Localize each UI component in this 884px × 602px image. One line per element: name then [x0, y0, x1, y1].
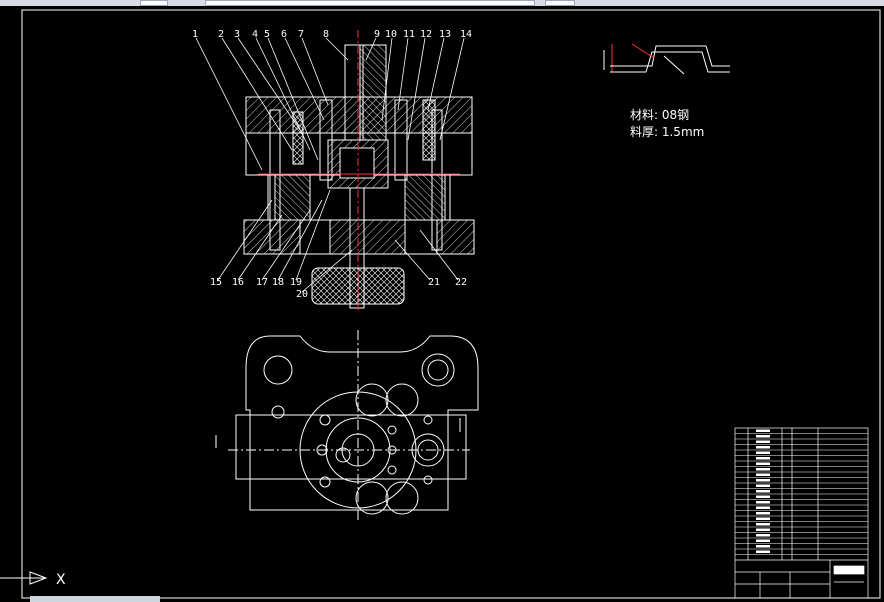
part-label-11: 11: [403, 29, 415, 40]
part-label-17: 17: [256, 277, 268, 288]
table-cell-mark: [756, 479, 770, 482]
table-cell-mark: [756, 523, 770, 526]
parts-list-table: [734, 427, 869, 599]
table-cell-mark: [756, 446, 770, 449]
table-cell-mark: [756, 451, 770, 454]
layout-tabs-strip[interactable]: [30, 596, 160, 602]
part-label-10: 10: [385, 29, 397, 40]
toolbar-tab[interactable]: [545, 0, 575, 6]
table-cell-mark: [756, 534, 770, 537]
part-label-20: 20: [296, 289, 308, 300]
table-cell-mark: [756, 429, 770, 432]
table-cell-mark: [756, 550, 770, 553]
table-cell-mark: [756, 468, 770, 471]
part-label-7: 7: [298, 29, 304, 40]
table-cell-mark: [756, 435, 770, 438]
part-label-15: 15: [210, 277, 222, 288]
table-cell-mark: [756, 484, 770, 487]
table-cell-mark: [756, 440, 770, 443]
part-number-labels: 1 2 3 4 5 6 7 8 9 10 11 12 13 14 15 16 1…: [192, 29, 472, 300]
part-label-19: 19: [290, 277, 302, 288]
table-cell-mark: [756, 495, 770, 498]
material-note: 材料: 08钢 料厚: 1.5mm: [630, 108, 704, 139]
part-label-18: 18: [272, 277, 284, 288]
part-sketch: [603, 43, 730, 75]
table-cell-mark: [756, 501, 770, 504]
plan-view: [215, 330, 479, 520]
ucs-x-label: X: [56, 572, 66, 588]
part-label-21: 21: [428, 277, 440, 288]
part-label-22: 22: [455, 277, 467, 288]
part-label-5: 5: [264, 29, 270, 40]
part-label-3: 3: [234, 29, 240, 40]
table-cell-mark: [756, 490, 770, 493]
table-cell-mark: [756, 457, 770, 460]
table-cell-mark: [756, 517, 770, 520]
part-label-2: 2: [218, 29, 224, 40]
drawing-frame: [21, 9, 881, 599]
thickness-text: 料厚: 1.5mm: [630, 125, 704, 139]
table-cell-mark: [756, 506, 770, 509]
toolbar-tab[interactable]: [205, 0, 535, 6]
part-label-4: 4: [252, 29, 258, 40]
part-label-1: 1: [192, 29, 198, 40]
table-cell-mark: [756, 539, 770, 542]
part-label-14: 14: [460, 29, 472, 40]
table-cell-mark: [756, 473, 770, 476]
table-cell-mark: [756, 462, 770, 465]
table-cell-mark: [756, 528, 770, 531]
part-label-16: 16: [232, 277, 244, 288]
parts-list-rows: [735, 429, 868, 555]
material-text: 材料: 08钢: [630, 108, 689, 122]
part-label-6: 6: [281, 29, 287, 40]
part-label-9: 9: [374, 29, 380, 40]
part-number-leaders: [195, 37, 465, 293]
part-label-8: 8: [323, 29, 329, 40]
table-cell-mark: [756, 545, 770, 548]
toolbar-tab[interactable]: [140, 0, 168, 6]
window-top-strip: [0, 0, 884, 6]
part-label-13: 13: [439, 29, 451, 40]
part-label-12: 12: [420, 29, 432, 40]
table-cell-mark: [756, 512, 770, 515]
ucs-icon: [0, 571, 48, 585]
section-view: [243, 30, 475, 312]
